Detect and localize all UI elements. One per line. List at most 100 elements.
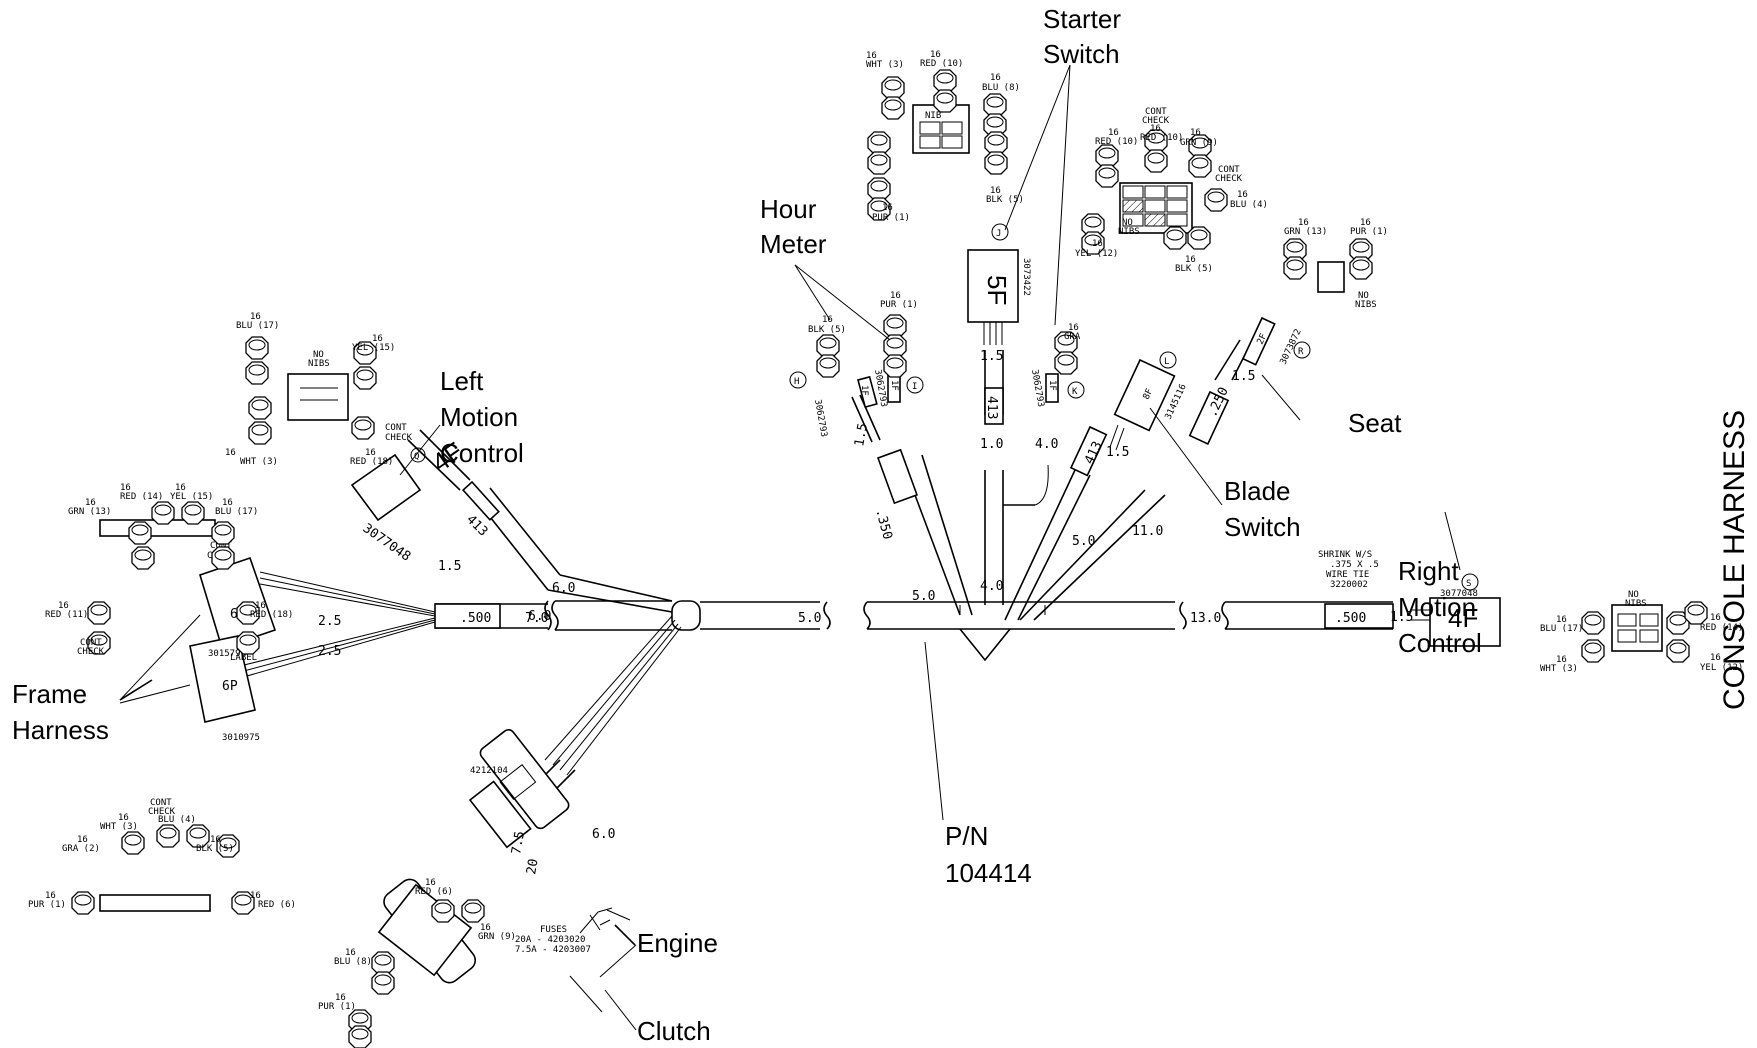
callout-blade-2: Switch — [1224, 512, 1301, 542]
wire-gauge: 16 — [250, 891, 261, 901]
length-hour-end: 1.5 — [852, 422, 871, 448]
length-right-end: 1.5 — [1390, 610, 1413, 625]
frame-6s-pn: 3015799 — [208, 649, 246, 659]
wire-gauge: 16 — [210, 835, 221, 845]
callout-seat: Seat — [1348, 408, 1402, 438]
wire-blu4-2: BLU (4) — [158, 815, 196, 825]
connector-q-pn: 3077048 — [360, 521, 413, 565]
connector-k-label: 1F — [1047, 380, 1057, 391]
wire-gauge: 16 — [1150, 124, 1161, 134]
callout-frame-1: Frame — [12, 679, 87, 709]
length-left-branch-end: 1.5 — [438, 559, 461, 574]
length-blade-branch: 5.0 — [1072, 534, 1095, 549]
fuses-note-2: 20A - 4203020 — [515, 935, 585, 945]
length-k-end: 4.0 — [1035, 437, 1058, 452]
wire-blu17-3: BLU (17) — [1540, 624, 1583, 634]
connector-q-letter: Q — [414, 452, 419, 462]
callout-right-2: Motion — [1398, 592, 1476, 622]
wire-red10-1: RED (10) — [920, 59, 963, 69]
length-starter-end: 1.0 — [980, 437, 1003, 452]
callout-right-3: Control — [1398, 628, 1482, 658]
connector-r-label: 2F — [1256, 332, 1270, 346]
wire-gauge: 16 — [120, 483, 131, 493]
wire-yel12-1: YEL (12) — [1075, 249, 1118, 259]
connector-l-letter: L — [1164, 357, 1169, 367]
wire-gauge: 16 — [990, 73, 1001, 83]
length-main-right: 13.0 — [1190, 611, 1221, 626]
wire-wht3-2: WHT (3) — [866, 60, 904, 70]
wire-red11-1: RED (10) — [1140, 133, 1183, 143]
shrink-note-2: .375 X .5 — [1330, 560, 1379, 570]
main-trunk — [434, 600, 1394, 662]
no-nibs-3b: NIBS — [1355, 300, 1377, 310]
cont-check-5b: CHECK — [148, 807, 176, 817]
wire-gauge: 16 — [365, 448, 376, 458]
callout-leaders — [399, 64, 1461, 1031]
connector-h-pn: 3062793 — [812, 399, 828, 438]
callout-starter-2: Switch — [1043, 39, 1120, 69]
no-nibs-4b: NIBS — [1625, 599, 1647, 609]
wire-red10-2: RED (10) — [1095, 137, 1138, 147]
diagram-title: CONSOLE HARNESS — [1718, 410, 1751, 710]
fuses-note-1: FUSES — [540, 925, 567, 935]
callout-blade-1: Blade — [1224, 476, 1291, 506]
length-starter-top: 1.5 — [980, 349, 1003, 364]
frame-harness-wires — [119, 556, 436, 723]
no-nibs-4a: NO — [1628, 590, 1639, 600]
wire-gauge: 16 — [58, 601, 69, 611]
length-blade-end: 1.5 — [1106, 445, 1129, 460]
connector-j-pn: 3073422 — [1021, 258, 1031, 296]
wire-wht3-4: WHT (3) — [1540, 664, 1578, 674]
wire-gauge: 16 — [1092, 239, 1103, 249]
tag-500-right: .500 — [1335, 611, 1366, 626]
callout-hour-2: Meter — [760, 229, 827, 259]
callout-clutch: Clutch — [637, 1016, 711, 1046]
wire-grn13-1: GRN (13) — [1284, 227, 1327, 237]
wire-gauge: 16 — [890, 291, 901, 301]
wire-yel12-2: YEL (12) — [1700, 663, 1743, 673]
cont-check-3b: CHECK — [1215, 174, 1243, 184]
callout-hour-1: Hour — [760, 194, 817, 224]
no-nibs-3a: NO — [1358, 291, 1369, 301]
wire-gauge: 16 — [822, 315, 833, 325]
wire-gauge: 16 — [1710, 613, 1721, 623]
shrink-note-1: SHRINK W/S — [1318, 550, 1372, 560]
connector-s-letter: S — [1466, 579, 1471, 589]
cont-check-4b: CHECK — [77, 647, 105, 657]
length-starter-branch: 4.0 — [980, 579, 1003, 594]
wire-gauge: 16 — [1298, 218, 1309, 228]
wire-gauge: 16 — [882, 203, 893, 213]
callout-left-2: Motion — [440, 402, 518, 432]
wire-gauge: 16 — [45, 891, 56, 901]
wire-pur1-1: PUR (1) — [872, 213, 910, 223]
wire-red11-2: RED (11) — [45, 610, 88, 620]
wire-gra-1: GRA — [1064, 332, 1081, 342]
cont-check-4a: CONT — [80, 638, 102, 648]
wire-gauge: 16 — [930, 50, 941, 60]
wire-red14-2: RED (14) — [1700, 623, 1743, 633]
connector-k-letter: K — [1072, 387, 1078, 397]
cont-check-2b: CHECK — [1142, 116, 1170, 126]
wire-blu17-1: BLU (17) — [236, 321, 279, 331]
cont-check-1a: CONT — [385, 423, 407, 433]
callout-right-1: Right — [1398, 556, 1459, 586]
no-nibs-2a: NO — [1122, 218, 1133, 228]
wire-gauge: 16 — [335, 993, 346, 1003]
wire-pur1-3: PUR (1) — [880, 300, 918, 310]
wire-red18-1: RED (18) — [350, 457, 393, 467]
cont-check-1b: CHECK — [385, 433, 413, 443]
wire-gauge: 16 — [1556, 615, 1567, 625]
wire-grn9-1: GRN (9) — [1180, 138, 1218, 148]
part-number-1: P/N — [945, 821, 988, 851]
frame-6s-note-1: CONT — [210, 541, 232, 551]
callout-engine: Engine — [637, 928, 718, 958]
cont-check-5a: CONT — [150, 798, 172, 808]
upper-branches — [851, 249, 1276, 621]
length-engine-wires: 6.0 — [592, 827, 615, 842]
no-nibs-2b: NIBS — [1118, 227, 1140, 237]
wire-blu8-1: BLU (8) — [982, 83, 1020, 93]
wire-gauge: 16 — [1360, 218, 1371, 228]
callout-left-1: Left — [440, 366, 484, 396]
callout-left-3: Control — [440, 438, 524, 468]
